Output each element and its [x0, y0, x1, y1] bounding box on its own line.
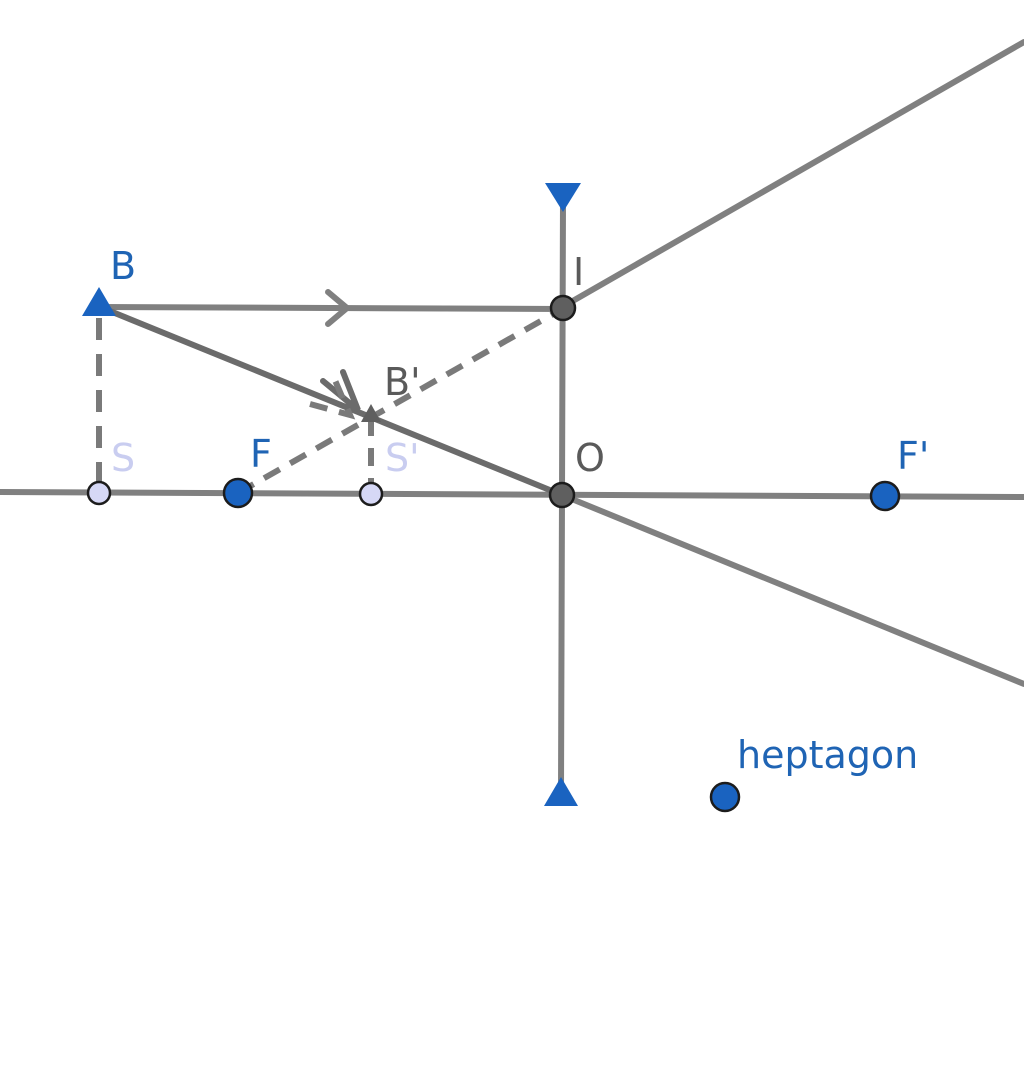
point-f[interactable]	[222, 477, 254, 509]
point-s-prime[interactable]	[358, 481, 384, 507]
ray-through-center	[97, 304, 565, 498]
label-b-prime: B'	[384, 360, 421, 404]
ray-parallel-direction-arrow	[325, 289, 352, 327]
point-heptagon[interactable]	[709, 781, 741, 813]
point-f-prime[interactable]	[869, 480, 901, 512]
label-s: S	[111, 436, 135, 480]
ray-center-direction-arrow	[320, 369, 361, 413]
ray-parallel	[97, 304, 565, 312]
point-i[interactable]	[549, 294, 577, 322]
virtual-ray-arrow	[309, 376, 356, 420]
point-s[interactable]	[86, 480, 112, 506]
label-o: O	[575, 436, 605, 480]
image-point-b-prime[interactable]	[361, 404, 381, 422]
label-b: B	[110, 244, 136, 288]
label-heptagon: heptagon	[737, 733, 918, 777]
label-f-prime: F'	[897, 434, 929, 478]
label-f: F	[250, 432, 272, 476]
object-point-b[interactable]	[82, 287, 116, 316]
principal-axis	[0, 489, 1024, 500]
label-i: I	[573, 250, 584, 294]
lens-top-arrow[interactable]	[545, 183, 581, 212]
label-s-prime: S'	[385, 436, 420, 480]
virtual-ray-extension	[236, 306, 564, 496]
point-o[interactable]	[548, 481, 576, 509]
ray-refracted-up	[561, 39, 1024, 309]
lens-bottom-arrow[interactable]	[544, 777, 578, 806]
ray-through-center-continued	[559, 492, 1024, 687]
